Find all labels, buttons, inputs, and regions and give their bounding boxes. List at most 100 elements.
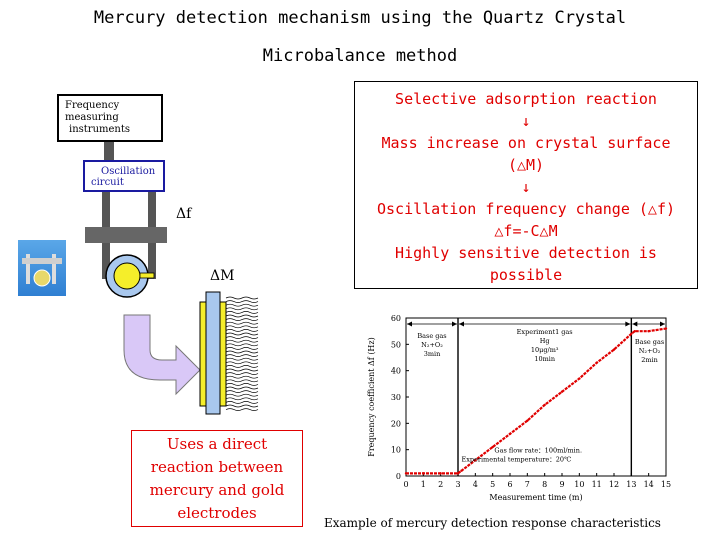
series-point	[456, 472, 460, 475]
arrowhead	[452, 321, 457, 327]
crystal-side-view	[205, 291, 221, 415]
process-line: △f=-C△M	[494, 222, 558, 240]
temperature-note: Experimental temperature：20℃	[461, 456, 571, 464]
process-line: Oscillation frequency change (△f)	[376, 200, 675, 218]
y-tick-label: 60	[391, 314, 401, 323]
y-tick-label: 50	[391, 340, 401, 349]
arrowhead	[407, 321, 412, 327]
process-line: possible	[489, 266, 563, 284]
x-tick-label: 3	[455, 480, 460, 489]
series-point	[404, 472, 408, 475]
gold-layer-left	[199, 301, 207, 407]
delta-m-label: ΔM	[210, 268, 235, 284]
arrowhead	[632, 321, 638, 327]
lead-right-lower	[148, 243, 156, 279]
process-line: Highly sensitive detection is	[395, 244, 657, 262]
x-tick-label: 11	[592, 480, 602, 489]
phase2-annotation: Experiment1 gas	[517, 328, 573, 336]
series-point	[526, 419, 529, 422]
y-tick-label: 0	[396, 472, 401, 481]
frequency-measuring-box: Frequency measuring instruments	[57, 94, 163, 142]
series-point	[543, 403, 546, 407]
x-tick-label: 10	[574, 480, 584, 489]
gold-electrode-note: Uses a direct reaction between mercury a…	[131, 430, 303, 527]
phase3-annotation: Base gas	[635, 338, 664, 346]
gold-note-line: electrodes	[177, 504, 257, 522]
series-point	[664, 327, 668, 330]
x-axis-label: Measurement time (m)	[489, 493, 582, 502]
x-tick-label: 14	[644, 480, 654, 489]
y-axis-label: Frequency coefficient Δf (Hz)	[367, 337, 376, 456]
x-tick-label: 4	[473, 480, 478, 489]
process-line: Selective adsorption reaction	[395, 90, 657, 108]
series-point	[578, 377, 581, 380]
arrowhead	[459, 321, 464, 327]
gold-layer-right	[219, 301, 227, 407]
gas-flow-note: Gas flow rate：100ml/min.	[494, 446, 582, 454]
process-line: Mass increase on crystal surface	[381, 134, 671, 152]
series-point	[422, 472, 425, 475]
curved-arrow	[123, 314, 201, 396]
page-title-line2: Microbalance method	[262, 46, 458, 66]
adsorbed-mass-waves	[225, 296, 259, 411]
series-point	[595, 361, 598, 364]
y-tick-label: 10	[391, 446, 401, 455]
delta-f-label: Δf	[176, 206, 192, 222]
holder-bar	[85, 227, 167, 243]
lead-left	[102, 192, 110, 230]
mechanism-diagram	[85, 142, 259, 415]
phase2-annotation: Hg	[540, 337, 550, 345]
sensor-photo	[18, 240, 66, 296]
oscillation-box-line: circuit	[91, 177, 124, 188]
process-arrow: ↓	[521, 112, 531, 130]
x-tick-label: 9	[559, 480, 564, 489]
chart-caption: Example of mercury detection response ch…	[324, 516, 661, 530]
y-tick-label: 40	[391, 367, 401, 376]
gold-electrode	[113, 262, 141, 290]
lead-left-lower	[102, 243, 110, 279]
oscillation-circuit-box: Oscillation circuit	[83, 160, 165, 192]
y-tick-label: 30	[391, 393, 401, 402]
arrowhead	[660, 321, 665, 327]
frequency-box-line: Frequency measuring	[65, 100, 120, 123]
chart-marks	[404, 318, 668, 476]
series-point	[612, 348, 616, 351]
connector-top	[104, 142, 114, 162]
phase3-annotation: 2min	[641, 356, 658, 364]
arrowhead	[625, 321, 631, 327]
x-tick-label: 6	[507, 480, 512, 489]
y-tick-label: 20	[391, 419, 401, 428]
phase2-annotation: 10min	[534, 355, 555, 363]
electrode-tab	[139, 272, 155, 279]
process-box: Selective adsorption reaction ↓ Mass inc…	[354, 81, 698, 289]
series-point	[560, 390, 564, 393]
series-point	[508, 432, 512, 436]
gold-note-line: reaction between	[150, 458, 284, 476]
x-tick-label: 2	[438, 480, 443, 489]
x-tick-label: 12	[609, 480, 619, 489]
series-point	[460, 469, 463, 472]
lead-right	[148, 192, 156, 230]
gold-note-line: Uses a direct	[166, 435, 268, 453]
oscillation-box-line: Oscillation	[101, 166, 156, 177]
gold-note-line: mercury and gold	[149, 481, 285, 499]
x-tick-label: 7	[525, 480, 530, 489]
x-tick-label: 5	[490, 480, 495, 489]
phase1-annotation: 3min	[424, 350, 441, 358]
series-point	[474, 459, 477, 462]
series-line	[406, 327, 667, 475]
phase1-annotation: N₂+O₂	[421, 341, 443, 349]
series-point	[633, 329, 636, 333]
x-tick-label: 1	[421, 480, 426, 489]
series-point	[630, 332, 633, 335]
phase3-annotation: N₂+O₂	[639, 347, 661, 355]
phase2-annotation: 10μg/m³	[531, 346, 559, 354]
x-tick-label: 0	[403, 480, 408, 489]
process-line: (△M)	[507, 156, 545, 174]
x-tick-label: 13	[626, 480, 636, 489]
series-point	[647, 329, 650, 333]
x-tick-label: 8	[542, 480, 547, 489]
phase1-annotation: Base gas	[417, 332, 446, 340]
